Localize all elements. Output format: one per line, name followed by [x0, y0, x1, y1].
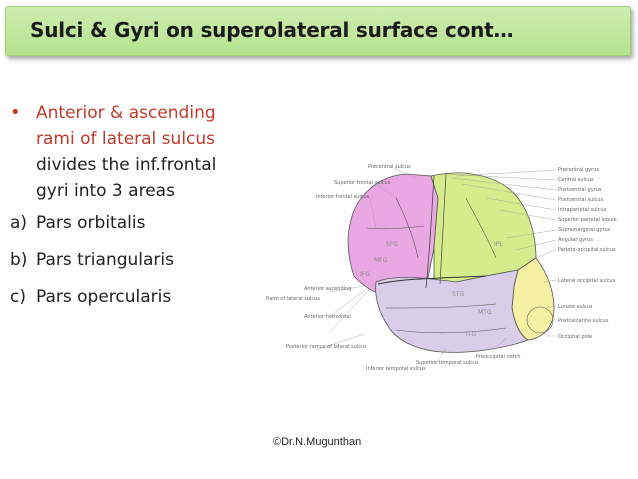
- bullet-text-line: divides the inf.frontal: [36, 155, 217, 175]
- gyrus-label: MFG: [374, 257, 388, 264]
- leader-lines: [315, 167, 557, 365]
- bullet-text-line: rami of lateral sulcus: [36, 129, 216, 149]
- list-item: c) Pars opercularis: [10, 284, 270, 321]
- gyrus-label: STG: [452, 291, 464, 298]
- diagram-label: Postcalcarine sulcus: [558, 318, 609, 324]
- diagram-label: Occipital pole: [558, 334, 592, 340]
- list-text: Pars triangularis: [36, 250, 175, 270]
- gyrus-label: SFG: [386, 241, 398, 248]
- diagram-label: Precentral sulcus: [368, 164, 411, 170]
- temporal-lobe: [375, 269, 529, 353]
- bullet-icon: •: [10, 102, 21, 123]
- gyrus-label: IFG: [360, 271, 370, 278]
- diagram-label: Angular gyrus: [558, 237, 593, 243]
- diagram-label: Postcentral sulcus: [558, 197, 604, 203]
- diagram-label: Anterior ascending: [304, 286, 351, 292]
- list-letter: c): [10, 287, 26, 307]
- gyrus-label: MTG: [478, 309, 492, 316]
- diagram-label: Intraparietal sulcus: [558, 207, 607, 213]
- gyrus-label: ITG: [466, 331, 476, 338]
- diagram-label: Superior frontal sulcus: [334, 180, 391, 186]
- diagram-label: Rami of lateral sulcus: [266, 296, 320, 302]
- diagram-label: Posterior ramus of lateral sulcus: [286, 344, 367, 350]
- diagram-label: Postcentral gyrus: [558, 187, 602, 193]
- diagram-label: Supramarginal gyrus: [558, 227, 611, 233]
- diagram-label: Anterior horizontal: [304, 314, 351, 320]
- list-text: Pars orbitalis: [36, 213, 146, 233]
- diagram-label: Superior temporal sulcus: [416, 360, 479, 366]
- title-bar: Sulci & Gyri on superolateral surface co…: [5, 6, 631, 56]
- list-item: b) Pars triangularis: [10, 247, 270, 284]
- diagram-label: Parieto-occipital sulcus: [558, 247, 616, 253]
- bullet-text-line: Anterior & ascending: [36, 103, 216, 123]
- diagram-label: Lateral occipital sulcus: [558, 278, 616, 284]
- slide-title: Sulci & Gyri on superolateral surface co…: [30, 18, 514, 42]
- list-item: a) Pars orbitalis: [10, 210, 270, 247]
- brain-illustration: SFG MFG IFG IPL STG MTG ITG: [347, 172, 555, 353]
- gyrus-label: IPL: [494, 241, 503, 248]
- diagram-label: Lunate sulcus: [558, 304, 593, 310]
- bullet-section: • Anterior & ascending rami of lateral s…: [10, 100, 270, 321]
- copyright-text: ©Dr.N.Mugunthan: [273, 436, 362, 448]
- diagram-label: Preoccipital notch: [476, 354, 521, 360]
- diagram-label: Superior parietal lobule: [558, 217, 617, 223]
- diagram-label: Precentral gyrus: [558, 167, 599, 173]
- diagram-label: Central sulcus: [558, 177, 594, 183]
- bullet-item: • Anterior & ascending rami of lateral s…: [10, 100, 270, 204]
- diagram-label: Inferior temporal sulcus: [366, 366, 426, 372]
- brain-diagram: SFG MFG IFG IPL STG MTG ITG Precentral s…: [266, 164, 617, 372]
- diagram-label: Inferior frontal sulcus: [316, 194, 370, 200]
- bullet-text-line: gyri into 3 areas: [36, 181, 175, 201]
- list-text: Pars opercularis: [36, 287, 172, 307]
- list-letter: b): [10, 250, 28, 270]
- list-letter: a): [10, 213, 28, 233]
